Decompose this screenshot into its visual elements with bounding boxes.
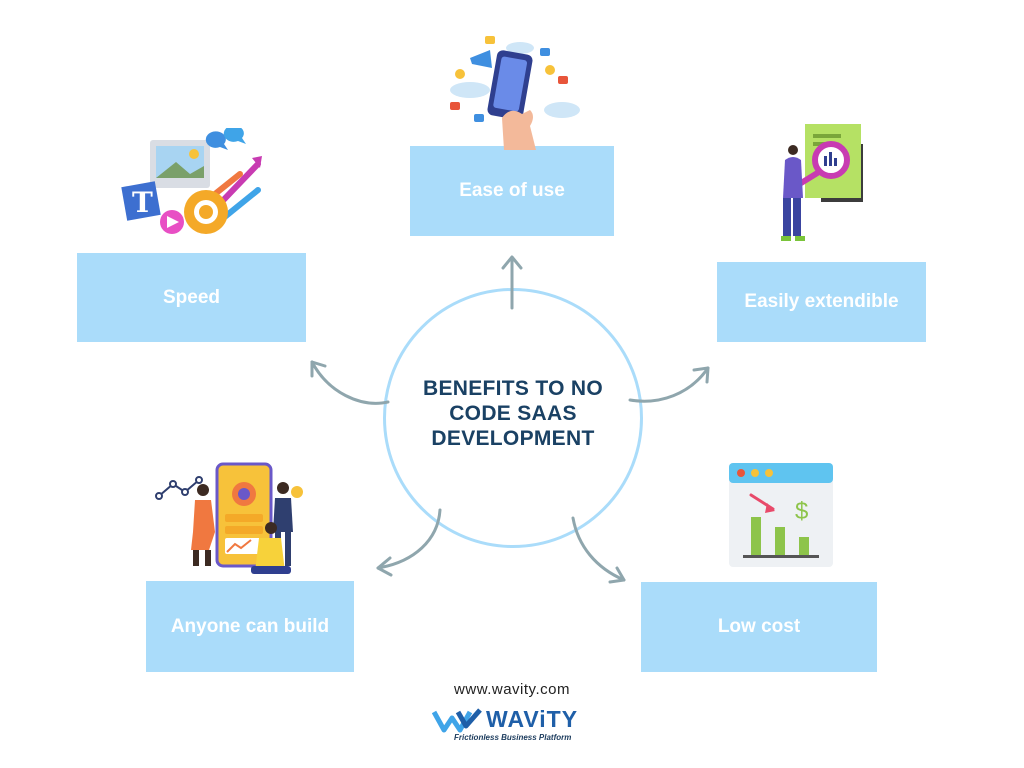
logo-name: WAViTY <box>486 706 578 733</box>
hand-phone-megaphone-icon <box>440 30 590 150</box>
arrow-to-ease <box>503 257 521 308</box>
benefit-anyone-can-build: Anyone can build <box>146 581 354 672</box>
website-url: www.wavity.com <box>0 681 1024 698</box>
team-app-builder-icon <box>155 462 305 578</box>
content-gears-arrows-icon: T <box>120 128 270 240</box>
arrow-to-extendible <box>630 368 708 401</box>
benefit-label: Ease of use <box>459 180 565 202</box>
benefit-ease-of-use: Ease of use <box>410 146 614 236</box>
benefit-label: Speed <box>163 287 220 309</box>
person-magnifier-document-icon <box>775 118 875 248</box>
wavity-logo: WAViTY Frictionless Business Platform <box>432 706 582 746</box>
logo-tagline: Frictionless Business Platform <box>454 733 571 742</box>
arrow-to-cost <box>573 518 624 582</box>
declining-cost-chart-icon: $ <box>729 463 833 567</box>
benefit-label: Anyone can build <box>171 616 329 638</box>
arrow-to-speed <box>312 362 388 403</box>
svg-text:T: T <box>132 186 153 219</box>
svg-text:$: $ <box>795 498 808 525</box>
benefit-speed: Speed <box>77 253 306 342</box>
benefit-low-cost: Low cost <box>641 582 877 672</box>
benefit-easily-extendible: Easily extendible <box>717 262 926 342</box>
benefit-label: Low cost <box>718 616 800 638</box>
benefit-label: Easily extendible <box>744 291 898 313</box>
arrow-to-anyone <box>378 510 440 575</box>
wavity-logo-mark-icon <box>432 708 484 734</box>
